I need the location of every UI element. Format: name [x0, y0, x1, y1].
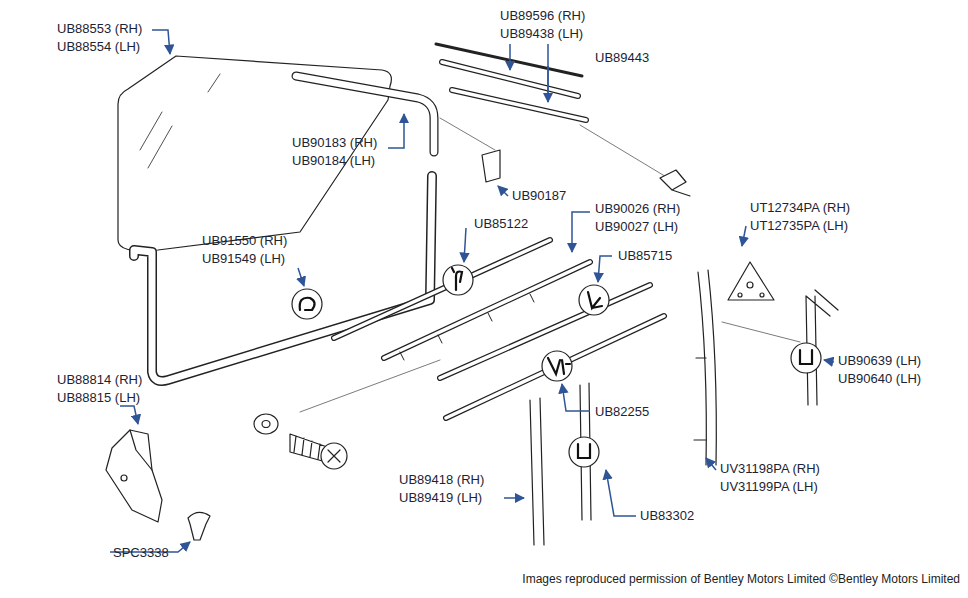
part-number: UB91550 (RH)	[202, 233, 287, 249]
part-number: UV31199PA (LH)	[720, 479, 818, 495]
leader-arrow	[110, 30, 834, 552]
part-number: UB88554 (LH)	[57, 39, 140, 55]
part-number: UB91549 (LH)	[202, 251, 285, 267]
part-number: UB90026 (RH)	[595, 201, 680, 217]
part-number: UB90183 (RH)	[292, 135, 377, 151]
part-number: UB90184 (LH)	[292, 153, 375, 169]
part-number: SPC3338	[113, 545, 169, 561]
part-number: UT12734PA (RH)	[750, 200, 850, 216]
part-number: UB82255	[595, 404, 649, 420]
part-number: UB90639 (LH)	[838, 353, 921, 369]
part-number: UB85122	[474, 216, 528, 232]
part-number: UB89443	[595, 50, 649, 66]
copyright-caption: Images reproduced permission of Bentley …	[522, 572, 960, 586]
part-number: UB88814 (RH)	[57, 372, 142, 388]
part-number: UB88815 (LH)	[57, 390, 140, 406]
part-number: UB89419 (LH)	[399, 490, 482, 506]
clip	[482, 150, 500, 182]
part-number: UB90027 (LH)	[595, 219, 678, 235]
channel-frame	[134, 176, 432, 381]
part-number: UB89596 (RH)	[500, 8, 585, 24]
part-number: UV31198PA (RH)	[720, 461, 820, 477]
part-number: UB90640 (LH)	[838, 371, 921, 387]
part-number: UB90187	[512, 188, 566, 204]
part-number: UB85715	[618, 248, 672, 264]
bracket	[106, 430, 162, 522]
part-number: UT12735PA (LH)	[750, 218, 848, 234]
part-number: UB89438 (LH)	[500, 26, 583, 42]
part-number: UB89418 (RH)	[399, 472, 484, 488]
part-number: UB88553 (RH)	[57, 21, 142, 37]
part-number: UB83302	[640, 508, 694, 524]
